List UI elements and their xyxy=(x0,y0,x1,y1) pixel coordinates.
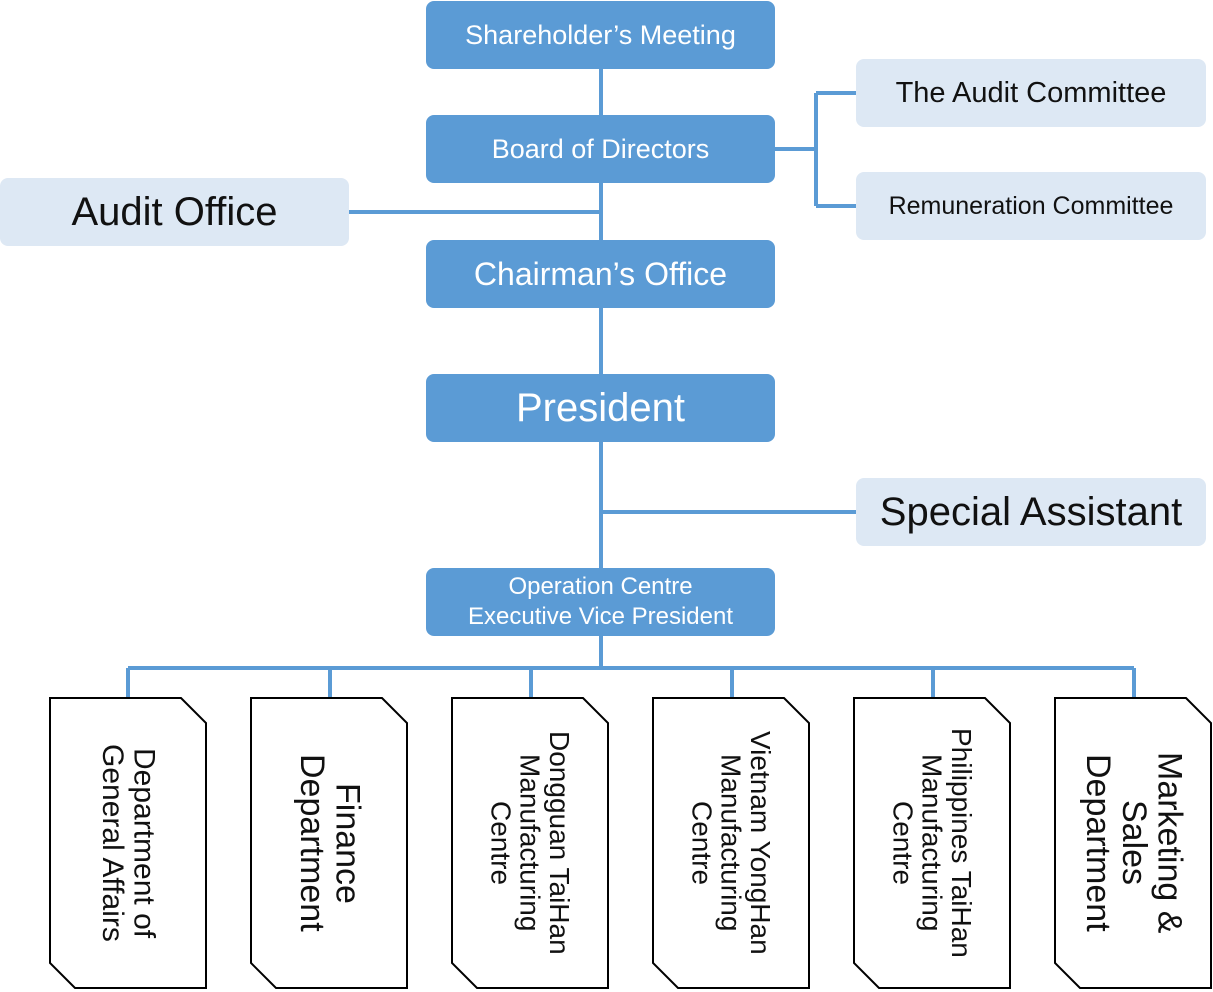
department-general-affairs: Department of General Affairs xyxy=(49,697,207,989)
operation-centre-label: Operation Centre xyxy=(508,573,693,600)
department-frame xyxy=(451,697,609,989)
audit-office-label: Audit Office xyxy=(71,189,278,234)
department-label: Dongguan TaiHan Manufacturing Centre xyxy=(485,731,576,955)
department-philippines-taihan: Philippines TaiHan Manufacturing Centre xyxy=(853,697,1011,989)
special-assistant-label: Special Assistant xyxy=(879,489,1183,534)
audit-office-box: Audit Office xyxy=(0,178,349,246)
department-label: Finance Department xyxy=(293,754,367,932)
shareholders-meeting-box: Shareholder’s Meeting xyxy=(426,1,775,69)
department-label: Philippines TaiHan Manufacturing Centre xyxy=(887,728,978,958)
chairmans-office-box: Chairman’s Office xyxy=(426,240,775,308)
audit-committee-box: The Audit Committee xyxy=(856,59,1206,127)
executive-vice-president-label: Executive Vice President xyxy=(467,603,734,630)
remuneration-committee-label: Remuneration Committee xyxy=(888,191,1174,220)
department-marketing-sales: Marketing & Sales Department xyxy=(1054,697,1212,989)
department-frame xyxy=(250,697,408,989)
president-box: President xyxy=(426,374,775,442)
department-frame xyxy=(853,697,1011,989)
board-of-directors-box: Board of Directors xyxy=(426,115,775,183)
department-frame xyxy=(1054,697,1212,989)
board-of-directors-label: Board of Directors xyxy=(491,133,710,164)
department-finance: Finance Department xyxy=(250,697,408,989)
department-dongguan-taihan: Dongguan TaiHan Manufacturing Centre xyxy=(451,697,609,989)
department-label: Vietnam YongHan Manufacturing Centre xyxy=(686,731,777,955)
remuneration-committee-box: Remuneration Committee xyxy=(856,172,1206,240)
department-vietnam-yonghan: Vietnam YongHan Manufacturing Centre xyxy=(652,697,810,989)
chairmans-office-label: Chairman’s Office xyxy=(473,255,728,292)
department-label: Department of General Affairs xyxy=(96,744,161,942)
department-label: Marketing & Sales Department xyxy=(1079,752,1189,934)
department-frame xyxy=(652,697,810,989)
special-assistant-box: Special Assistant xyxy=(856,478,1206,546)
operation-centre-box: Operation Centre Executive Vice Presiden… xyxy=(426,568,775,636)
shareholders-meeting-label: Shareholder’s Meeting xyxy=(465,19,736,50)
president-label: President xyxy=(516,385,685,430)
department-frame xyxy=(49,697,207,989)
audit-committee-label: The Audit Committee xyxy=(895,76,1167,109)
